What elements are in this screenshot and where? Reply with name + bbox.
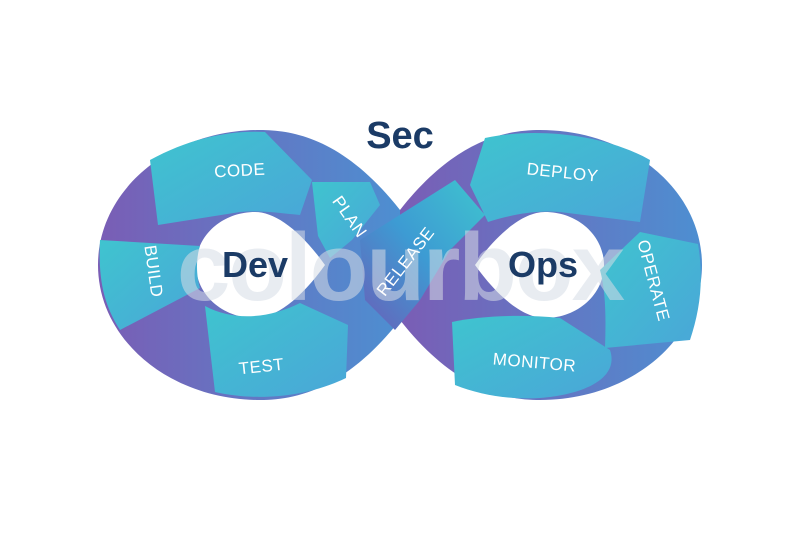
segment-build <box>99 240 200 330</box>
segment-deploy <box>470 133 650 222</box>
segment-operate <box>600 232 701 348</box>
segment-monitor <box>452 315 612 399</box>
label-code: CODE <box>214 160 266 182</box>
label-dev: Dev <box>222 244 288 285</box>
label-test: TEST <box>238 355 285 379</box>
label-ops: Ops <box>508 244 578 285</box>
segment-code <box>150 131 312 225</box>
label-sec: Sec <box>366 115 434 157</box>
segment-test <box>205 303 348 397</box>
watermark-text: colourbox <box>177 214 625 321</box>
segment-plan <box>312 182 380 258</box>
segment-release <box>360 180 485 330</box>
